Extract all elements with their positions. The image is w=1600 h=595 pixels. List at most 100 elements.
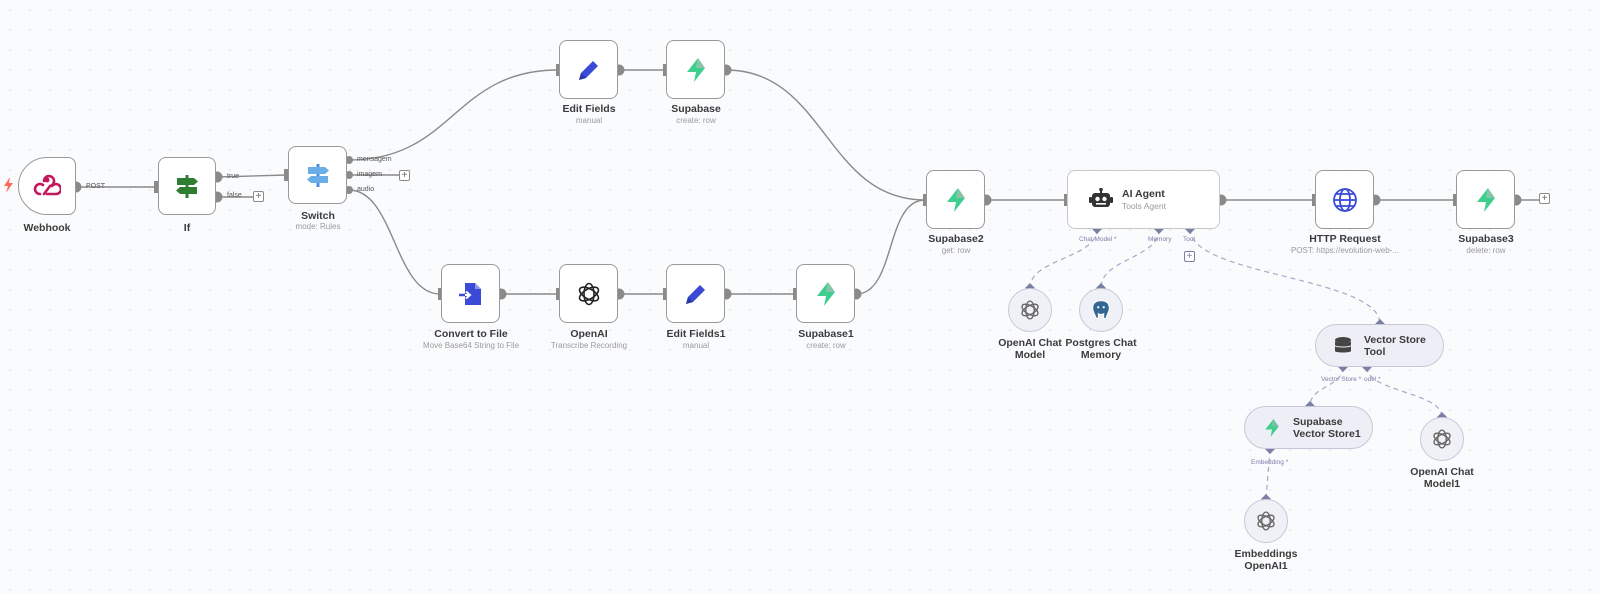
switch-output-audio: audio [357,186,375,193]
node-edit-fields1-subtitle: manual [682,341,710,350]
node-openai-chat-model[interactable] [1008,288,1052,332]
subedge-vectorstore [1309,366,1344,407]
pencil-icon [685,284,705,304]
ai-agent-port-chat-model: Chat Model * [1079,236,1117,243]
if-false-label: false [227,192,242,199]
node-convert-to-file[interactable] [441,264,500,323]
node-supabase2-title: Supabase2 [928,233,984,245]
node-supabase-title: Supabase [671,103,721,115]
node-edit-fields1[interactable] [666,264,725,323]
node-embeddings-title: Embeddings OpenAI1 [1234,548,1298,572]
node-openai-subtitle: Transcribe Recording [550,341,628,350]
switch-imagem-add-button[interactable]: + [399,170,410,181]
node-if[interactable] [158,157,216,215]
node-openai[interactable] [559,264,618,323]
ai-agent-port-tool: Tool [1183,236,1195,243]
globe-icon [1332,187,1357,212]
node-switch-subtitle: mode: Rules [295,222,341,231]
node-supabase3[interactable] [1456,170,1515,229]
node-supabase2-subtitle: get: row [941,246,971,255]
input-openai[interactable] [556,288,560,300]
supabase3-add-button[interactable]: + [1539,193,1550,204]
switch-output-imagem: imagem [357,171,382,178]
edge-supabase1-supabase2 [855,199,926,295]
node-edit-fields-title: Edit Fields [562,103,616,115]
vector-tool-port-store: Vector Store * [1321,376,1362,383]
node-webhook[interactable] [18,157,76,215]
webhook-icon [33,174,61,196]
node-embeddings-openai1[interactable] [1244,499,1288,543]
node-supabase[interactable] [666,40,725,99]
node-postgres-title: Postgres Chat Memory [1065,337,1137,361]
node-edit-fields[interactable] [559,40,618,99]
subedge-tool [1189,228,1381,325]
input-agent[interactable] [1064,194,1068,206]
vector-tool-port-model: odel * [1364,376,1381,383]
subedge-chatmodel [1029,228,1098,289]
input-if[interactable] [154,181,158,193]
input-supabase3[interactable] [1453,194,1457,206]
input-editfields1[interactable] [663,288,667,300]
node-openai-title: OpenAI [570,328,608,340]
output-switch-audio[interactable] [345,186,353,194]
openai-logo-icon [1257,511,1275,531]
edge-supabase-supabase2 [725,69,926,201]
openai-logo-icon [578,282,599,305]
node-http-title: HTTP Request [1309,233,1381,245]
postgres-elephant-icon [1092,300,1110,320]
node-ai-agent[interactable]: AI Agent Tools Agent [1067,170,1220,229]
node-supabase1-title: Supabase1 [798,328,854,340]
subedge-embedding [1265,448,1271,500]
node-if-title: If [183,222,191,234]
openai-logo-icon [1433,429,1451,449]
supabase-bolt-icon [1476,187,1495,212]
input-switch[interactable] [284,169,288,181]
database-icon [1335,336,1351,352]
pencil-icon [578,60,598,80]
supabase-vs-port-embedding: Embedding * [1251,459,1289,466]
ai-agent-add-tool-button[interactable]: + [1184,251,1195,262]
edge-switch-convert [348,189,441,295]
node-openai-chat-model1[interactable] [1420,417,1464,461]
node-http-request[interactable] [1315,170,1374,229]
node-openai-chat-title: OpenAI Chat Model [998,337,1062,361]
node-supabase-subtitle: create: row [676,116,716,125]
if-false-add-button[interactable]: + [253,191,264,202]
edge-if-switch [216,174,287,178]
input-supabase1[interactable] [793,288,797,300]
node-convert-title: Convert to File [434,328,508,340]
node-switch[interactable] [288,146,347,204]
node-supabase3-title: Supabase3 [1458,233,1514,245]
input-convert[interactable] [438,288,442,300]
node-supabase3-subtitle: delete: row [1466,246,1506,255]
node-http-subtitle: POST: https://evolution-web-... [1290,246,1400,255]
ai-agent-port-memory: Memory [1148,236,1172,243]
node-supabase1[interactable] [796,264,855,323]
input-supabase[interactable] [663,64,667,76]
node-supabase2[interactable] [926,170,985,229]
node-switch-title: Switch [301,210,335,222]
supabase-bolt-icon [686,57,705,82]
output-switch-mensagem[interactable] [345,156,353,164]
node-supabase-vector-store1[interactable]: Supabase Vector Store1 [1244,406,1373,449]
node-vector-store-tool[interactable]: Vector Store Tool [1315,324,1444,367]
input-supabase2[interactable] [923,194,927,206]
robot-icon [1089,187,1113,207]
supabase-bolt-icon [1265,418,1279,437]
lightning-icon [4,177,13,193]
node-supabase-vs-title: Supabase Vector Store1 [1293,415,1361,440]
if-true-label: true [227,173,240,180]
supabase-bolt-icon [816,281,835,306]
node-openai-chat1-title: OpenAI Chat Model1 [1410,466,1474,490]
node-ai-agent-title: AI Agent [1122,188,1165,200]
output-switch-imagem[interactable] [345,171,353,179]
input-editfields[interactable] [556,64,560,76]
file-convert-icon [458,282,481,305]
node-vector-store-tool-title: Vector Store Tool [1364,333,1426,358]
node-ai-agent-subtitle: Tools Agent [1122,201,1166,211]
edge-switch-editfields [348,69,559,161]
supabase-bolt-icon [946,187,965,212]
node-postgres-chat-memory[interactable] [1079,288,1123,332]
input-http[interactable] [1312,194,1316,206]
